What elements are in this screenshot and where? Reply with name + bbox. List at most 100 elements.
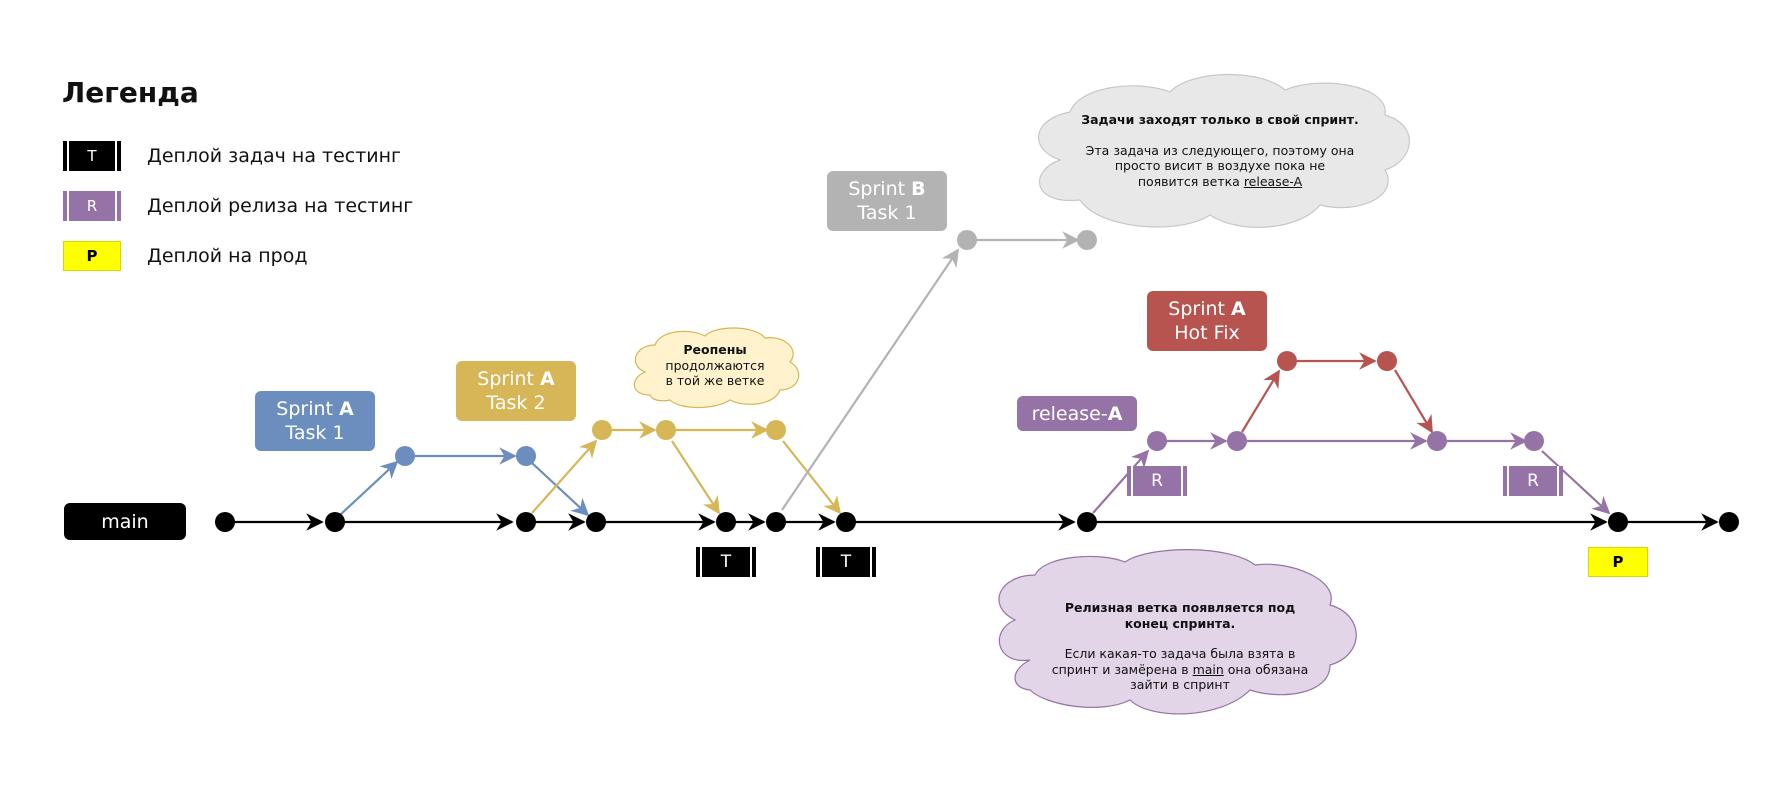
legend-symbol-r: R [86,197,98,215]
label-bold: A [339,398,354,420]
cloud-sprint-only [1038,73,1410,228]
deploy-testing-tag: T [816,547,876,577]
label-prefix: Sprint [848,178,912,200]
sprint-a-task1-commits [395,446,536,466]
tag-symbol: R [1151,471,1163,491]
label-bold: B [911,178,926,200]
legend-item-deploy-prod: P Деплой на прод [63,240,307,272]
sprint-a-hotfix-branch [1241,352,1433,434]
tag-symbol: T [840,552,852,572]
commit-node [325,512,345,532]
note-sprint-only: Задачи заходят только в свой спринт. Эта… [1070,112,1370,189]
release-a-link[interactable]: release-A [1243,173,1303,189]
sprint-a-hotfix-label: Sprint A Hot Fix [1147,291,1267,351]
commit-node [516,512,536,532]
label-prefix: Sprint [477,368,541,390]
commit-node [1377,351,1397,371]
legend-title: Легенда [62,76,199,109]
commit-node [395,446,415,466]
sprint-b-task1-commits [957,230,1097,250]
commit-node [592,420,612,440]
commit-node [1427,431,1447,451]
legend-swatch-p: P [63,241,121,271]
note-line2-suffix: она обязана [1223,661,1309,677]
commit-node [1147,431,1167,451]
deploy-testing-tag: T [696,547,756,577]
sprint-a-task2-label: Sprint A Task 2 [456,361,576,421]
note-reopen-line1: продолжаются [665,357,765,373]
note-release-line1: Если какая-то задача была взята в [1064,646,1296,661]
commit-node [1227,431,1247,451]
label-prefix: Sprint [276,398,340,420]
tag-symbol: T [720,552,732,572]
commit-node [836,512,856,532]
legend-swatch-r: R [63,191,121,221]
label-bold: A [1231,298,1246,320]
note-sprint-only-line1: Эта задача из следующего, поэтому она [1085,142,1355,158]
sprint-a-task1-label: Sprint A Task 1 [255,391,375,451]
deploy-prod-tag: P [1588,547,1648,577]
main-commits [215,512,1739,532]
legend-label-t: Деплой задач на тестинг [147,145,402,167]
label-line2: Task 1 [857,202,917,224]
commit-node [1077,512,1097,532]
main-branch-label: main [64,503,186,540]
commit-node [656,420,676,440]
sprint-a-task2-branch [531,421,842,515]
note-line2-prefix: спринт и замёрена в [1051,661,1193,677]
commit-node [1277,351,1297,371]
commit-node [215,512,235,532]
note-release-branch: Релизная ветка появляется под конец спри… [1030,600,1330,693]
release-a-commits [1147,431,1544,451]
tag-symbol: P [1612,553,1624,571]
legend-symbol-t: T [87,147,97,165]
main-branch-label-text: main [101,510,149,533]
label-line2: Hot Fix [1174,322,1240,344]
commit-node [1524,431,1544,451]
sprint-a-task1-branch [339,447,590,517]
note-line3-prefix: появится ветка [1137,173,1244,189]
note-release-title-line1: Релизная ветка появляется под [1064,600,1296,615]
tag-symbol: R [1527,471,1539,491]
note-reopen-title: Реопены [683,342,747,357]
label-prefix: Sprint [1168,298,1232,320]
cloud-reopen [633,327,800,409]
label-line2: Task 1 [285,422,345,444]
commit-node [716,512,736,532]
note-sprint-only-line3: появится ветка release-A [1070,174,1370,190]
note-release-title-line2: конец спринта. [1124,615,1236,631]
note-release-line2: спринт и замёрена в main она обязана [1030,662,1330,678]
legend-item-deploy-release: R Деплой релиза на тестинг [63,190,413,222]
commit-node [1608,512,1628,532]
release-a-branch [1092,432,1611,515]
label-bold: A [1107,402,1123,425]
main-link[interactable]: main [1192,661,1224,677]
label-line2: Task 2 [486,392,546,414]
legend-item-deploy-testing: T Деплой задач на тестинг [63,140,401,172]
sprint-b-task1-label: Sprint B Task 1 [827,171,947,231]
release-a-label: release-A [1017,396,1137,431]
note-sprint-only-title: Задачи заходят только в свой спринт. [1081,112,1359,127]
legend-label-r: Деплой релиза на тестинг [147,195,414,217]
note-release-line3: зайти в спринт [1130,677,1230,692]
cloud-release-branch [998,549,1357,715]
deploy-release-tag: R [1127,466,1187,496]
hotfix-commits [1277,351,1397,371]
note-sprint-only-line2: просто висит в воздухе пока не [1114,158,1326,173]
deploy-release-tag: R [1503,466,1563,496]
label-prefix: release- [1031,402,1108,425]
commit-node [1077,230,1097,250]
legend-label-p: Деплой на прод [147,245,308,267]
commit-node [1719,512,1739,532]
sprint-b-task1-branch [781,231,1080,511]
commit-node [766,512,786,532]
commit-node [766,420,786,440]
legend-swatch-t: T [63,141,121,171]
commit-node [586,512,606,532]
note-reopen-line2: в той же ветке [665,373,765,388]
legend-symbol-p: P [86,247,98,265]
note-reopen: Реопены продолжаются в той же ветке [650,342,780,389]
commit-node [516,446,536,466]
commit-node [957,230,977,250]
